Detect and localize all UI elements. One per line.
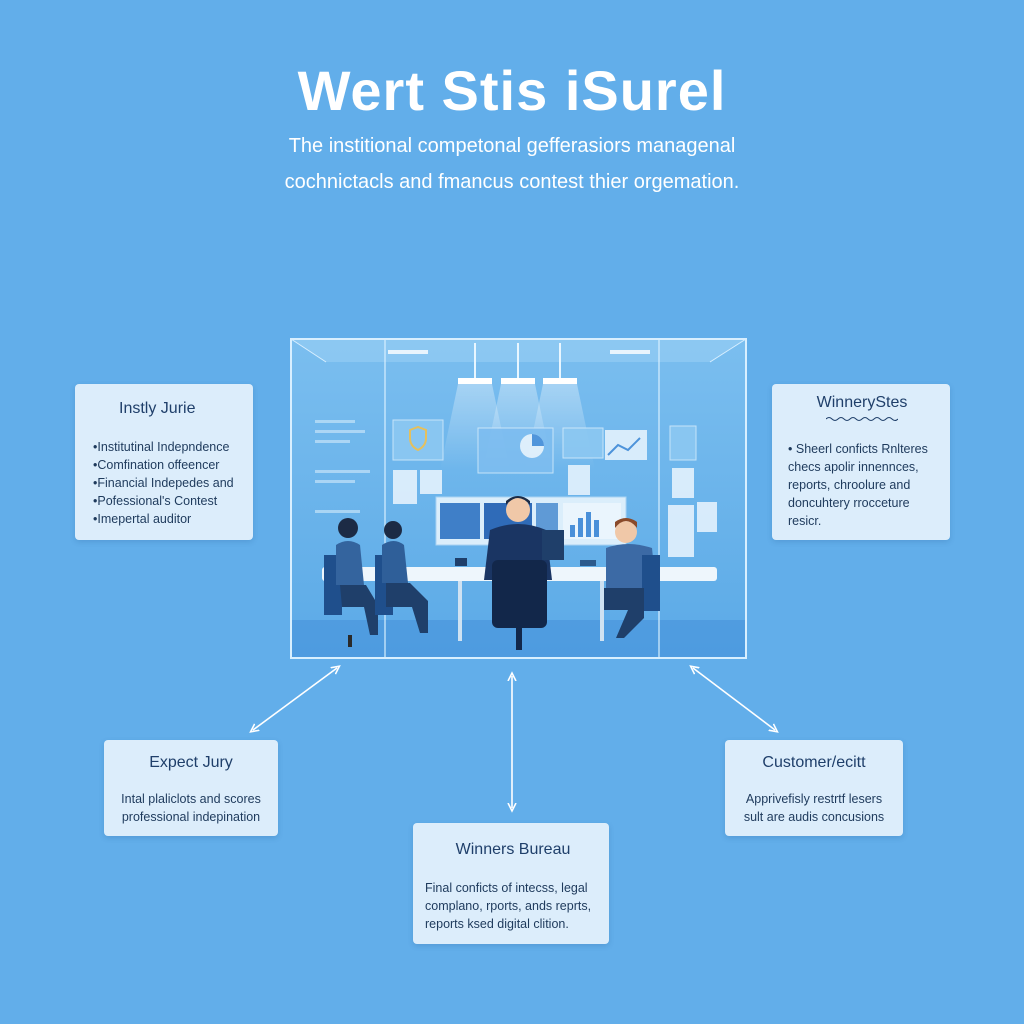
- card-bullet-list: Institutinal Indepndence Comfination off…: [93, 438, 253, 528]
- page-title: Wert Stis iSurel: [297, 59, 727, 122]
- card-text: • Sheerl conficts Rnlteres checs apolir …: [788, 440, 936, 530]
- card-line: doncuhtery rrocceture: [788, 496, 910, 510]
- card-line: Final conficts of intecss, legal: [425, 881, 588, 895]
- connector-arrows: [253, 668, 775, 808]
- subtitle-line-2: cochnictacls and fmancus contest thier o…: [284, 171, 740, 193]
- wavy-underline: [826, 417, 898, 421]
- card-winnerystes: WinneryStes • Sheerl conficts Rnlteres c…: [772, 384, 950, 540]
- card-title: WinneryStes: [816, 394, 908, 411]
- list-item: Imepertal auditor: [93, 510, 253, 528]
- list-item: Financial Indepedes and: [93, 474, 253, 492]
- card-expect-jury: Expect Jury Intal plaliclots and scores …: [104, 740, 278, 836]
- card-line: Sheerl conficts Rnlteres: [795, 442, 928, 456]
- bullet-line: •: [788, 442, 796, 456]
- list-item: Comfination offeencer: [93, 456, 253, 474]
- card-text: Intal plaliclots and scores professional…: [110, 790, 272, 826]
- card-line: reports ksed digital clition.: [425, 917, 569, 931]
- card-line: sult are audis concusions: [743, 810, 885, 824]
- card-title: Customer/ecitt: [762, 754, 866, 771]
- page-subtitle: The institional competonal gefferasiors …: [250, 128, 774, 200]
- list-item: Institutinal Indepndence: [93, 438, 253, 456]
- card-line: Intal plaliclots and scores: [121, 792, 261, 806]
- card-instly-jurie: Instly Jurie Institutinal Indepndence Co…: [75, 384, 253, 540]
- card-title: Instly Jurie: [119, 400, 196, 417]
- card-line: checs apolir innennces,: [788, 460, 919, 474]
- card-line: Apprivefisly restrtf lesers: [745, 792, 883, 806]
- list-item: Pofessional's Contest: [93, 492, 253, 510]
- card-text: Apprivefisly restrtf lesers sult are aud…: [731, 790, 897, 826]
- card-customer-edit: Customer/ecitt Apprivefisly restrtf lese…: [725, 740, 903, 836]
- arrow-to-expect-jury: [253, 668, 337, 730]
- card-line: complano, rports, ands reprts,: [425, 899, 592, 913]
- card-line: reports, chroolure and: [788, 478, 911, 492]
- arrow-to-customer-edit: [693, 668, 775, 730]
- card-line: resicr.: [788, 514, 822, 528]
- shield-icon: [409, 425, 427, 452]
- people: [324, 496, 660, 650]
- card-winners-bureau: Winners Bureau Final conficts of intecss…: [413, 823, 609, 944]
- wall-screens: [315, 419, 717, 557]
- card-title: Winners Bureau: [455, 841, 571, 858]
- subtitle-line-1: The institional competonal gefferasiors …: [288, 135, 736, 157]
- card-line: professional indepination: [121, 810, 261, 824]
- card-text: Final conficts of intecss, legal complan…: [423, 879, 603, 933]
- card-title: Expect Jury: [149, 754, 233, 771]
